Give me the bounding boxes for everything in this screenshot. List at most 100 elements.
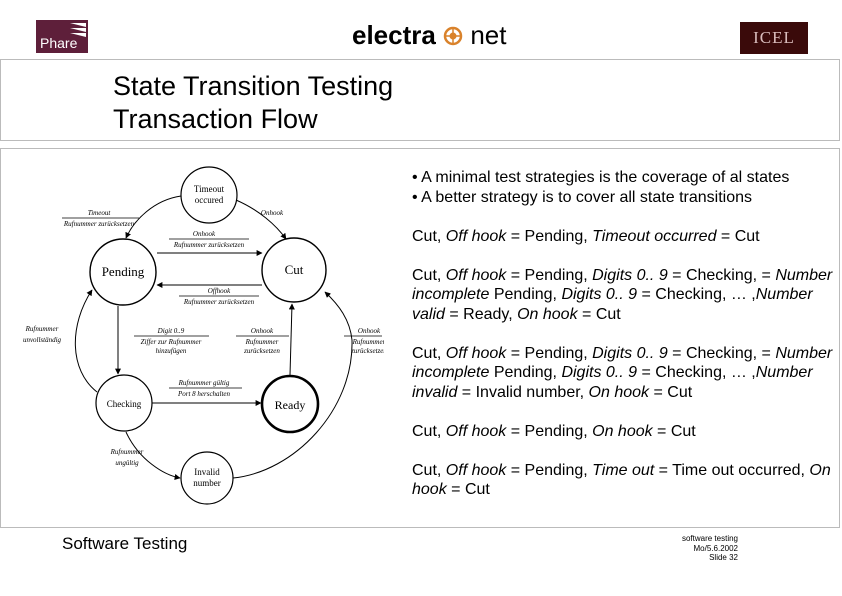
svg-text:Rufnummer gültig: Rufnummer gültig	[178, 379, 230, 387]
slide-title: State Transition Testing Transaction Flo…	[113, 70, 393, 136]
state-pending: Pending	[89, 238, 157, 306]
svg-text:Rufnummer zurücksetzen: Rufnummer zurücksetzen	[63, 220, 135, 228]
sequence-event: On hook	[588, 383, 650, 401]
arrow-invalid-onhook-to-cut	[232, 291, 353, 479]
state-timeout-line1: Timeout	[194, 184, 225, 194]
sequence-state: = Cut	[649, 383, 693, 401]
svg-text:zurücksetzen: zurücksetzen	[243, 347, 280, 355]
svg-text:Timeout: Timeout	[88, 209, 112, 217]
sequence-event: Timeout occurred	[592, 227, 717, 245]
sequence-state: = Pending,	[506, 227, 593, 245]
transition-sequence: Cut, Off hook = Pending, Digits 0.. 9 = …	[412, 344, 840, 403]
arrow-timeout-to-pending	[125, 195, 182, 239]
transition-sequences: Cut, Off hook = Pending, Timeout occurre…	[412, 227, 840, 500]
sequence-state: = Pending,	[506, 461, 593, 479]
svg-text:Port 8 herschalten: Port 8 herschalten	[177, 390, 231, 398]
state-invalid-line2: number	[193, 478, 221, 488]
slide-title-line1: State Transition Testing	[113, 71, 394, 101]
sequence-event: Number valid	[412, 286, 813, 323]
transition-sequence: Cut, Off hook = Pending, Digits 0.. 9 = …	[412, 266, 840, 325]
sequence-state: = Pending,	[506, 266, 593, 284]
state-ready-label: Ready	[275, 398, 306, 412]
state-invalid-number: Invalid number	[180, 451, 234, 505]
footer-info-line1: software testing	[681, 534, 738, 543]
sequence-event: On hook	[517, 305, 578, 323]
sequence-event: On hook	[412, 461, 831, 499]
sequence-state: Pending,	[489, 364, 562, 381]
state-timeout-occured: Timeout occured	[180, 166, 238, 224]
label-left-outer: Rufnummer unvollständig	[23, 325, 62, 344]
footer-title: Software Testing	[62, 534, 188, 553]
sequence-state: Cut,	[412, 266, 446, 284]
transition-sequence: Cut, Off hook = Pending, Time out = Time…	[412, 461, 840, 500]
svg-text:Onhook: Onhook	[358, 327, 381, 335]
slide-title-line2: Transaction Flow	[113, 104, 318, 134]
sequence-event: Digits 0.. 9	[561, 364, 638, 381]
label-onhook-top: Onhook	[261, 209, 284, 217]
svg-text:Onhook: Onhook	[261, 209, 284, 217]
svg-text:Ziffer zur Rufnummer: Ziffer zur Rufnummer	[141, 338, 202, 346]
electranet-logo: electra net	[352, 20, 506, 51]
sequence-state: = Time out occurred,	[654, 461, 810, 479]
phare-logo-text: Phare	[40, 35, 78, 51]
footer-info-line2: Mo/5.6.2002	[693, 543, 738, 553]
sequence-event: Off hook	[445, 227, 507, 245]
state-checking-label: Checking	[107, 399, 142, 409]
sequence-state: = Cut	[716, 227, 760, 245]
sequence-event: Off hook	[445, 422, 507, 440]
sequence-event: Number invalid	[412, 364, 813, 401]
state-checking: Checking	[95, 374, 153, 432]
phare-stripes-icon	[70, 23, 86, 37]
arrow-ready-onhook-to-cut	[288, 303, 295, 376]
sequence-state: Cut,	[412, 461, 446, 479]
sequence-state: = Invalid number,	[457, 383, 589, 401]
svg-text:Rufnummer: Rufnummer	[352, 338, 384, 346]
svg-text:unvollständig: unvollständig	[23, 336, 62, 344]
sequence-event: Number incomplete	[412, 344, 833, 382]
bullet-item: • A better strategy is to cover all stat…	[412, 188, 752, 206]
sequence-state: = Cut	[446, 481, 490, 498]
sequence-event: Digits 0.. 9	[592, 344, 668, 362]
icel-logo: ICEL	[740, 22, 808, 54]
label-onhook-ready: Onhook Rufnummer zurücksetzen	[236, 327, 289, 355]
state-cut: Cut	[261, 237, 327, 303]
sequence-event: On hook	[592, 422, 653, 440]
logo-text-left: electra	[352, 20, 436, 50]
arrow-checking-invalid-to-invalid	[125, 431, 181, 480]
arrow-timeout-onhook-to-cut	[235, 199, 287, 240]
state-transition-diagram: Timeout occured Pending Cut Checking Rea…	[23, 166, 384, 505]
label-valid: Rufnummer gültig Port 8 herschalten	[169, 379, 242, 398]
sequence-event: Digits 0.. 9	[592, 266, 668, 284]
sequence-state: = Checking, … ,	[637, 286, 756, 303]
state-timeout-line2: occured	[195, 195, 224, 205]
svg-text:Onhook: Onhook	[251, 327, 274, 335]
sequence-state: Cut,	[412, 227, 446, 245]
phare-logo: Phare	[36, 20, 88, 53]
sequence-state: = Checking, … ,	[637, 364, 756, 381]
sequence-state: Cut,	[412, 344, 446, 362]
sequence-state: = Pending,	[506, 344, 593, 362]
logo-text-right: net	[470, 20, 507, 50]
svg-text:hinzufügen: hinzufügen	[156, 347, 187, 355]
sequence-state: Cut,	[412, 422, 446, 440]
state-invalid-line1: Invalid	[194, 467, 220, 477]
transition-sequence: Cut, Off hook = Pending, On hook = Cut	[412, 422, 840, 442]
sequence-event: Off hook	[445, 344, 507, 362]
label-offhook: Offhook Rufnummer zurücksetzen	[179, 287, 259, 306]
title-frame	[0, 59, 840, 141]
svg-text:Rufnummer zurücksetzen: Rufnummer zurücksetzen	[183, 298, 255, 306]
logo-mark-icon	[443, 26, 463, 46]
svg-text:Digit 0..9: Digit 0..9	[157, 327, 185, 335]
label-invalid-in: Rufnummer ungültig	[110, 448, 144, 467]
sequence-state: = Checking, =	[667, 344, 776, 362]
state-pending-label: Pending	[102, 264, 145, 279]
svg-text:Offhook: Offhook	[208, 287, 231, 295]
bullet-list: • A minimal test strategies is the cover…	[412, 168, 840, 207]
footer-slide-info: software testing Mo/5.6.2002 Slide 32	[672, 534, 738, 563]
sequence-event: Digits 0.. 9	[561, 286, 638, 303]
label-digit: Digit 0..9 Ziffer zur Rufnummer hinzufüg…	[134, 327, 209, 355]
svg-text:Rufnummer: Rufnummer	[25, 325, 59, 333]
footer-info-line3: Slide 32	[709, 553, 738, 562]
sequence-event: Number incomplete	[412, 266, 833, 304]
bullet-item: • A minimal test strategies is the cover…	[412, 169, 790, 186]
